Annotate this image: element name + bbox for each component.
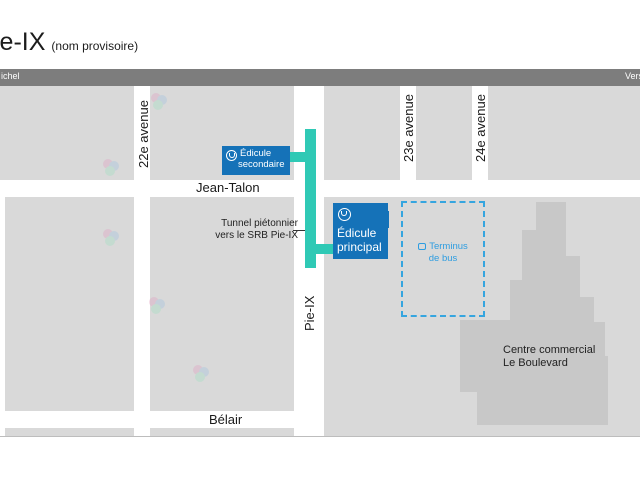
map-bottom-rule (0, 436, 640, 437)
tunnel-pointer (293, 230, 305, 231)
block (0, 86, 134, 180)
line-bar-right-text: Vers (625, 71, 640, 81)
shopping-mall-label: Centre commercial Le Boulevard (503, 344, 596, 369)
line-bar-left-text: ichel (1, 71, 20, 81)
terminus-label-1: Terminus (429, 241, 468, 252)
street-label-belair: Bélair (209, 412, 243, 427)
shopping-mall-footprint (460, 202, 608, 425)
watermark-icon (193, 365, 209, 382)
block (150, 428, 294, 437)
watermark-icon (103, 159, 119, 176)
metro-line-bar: ichel Vers (0, 69, 640, 86)
terminus-label-2: de bus (428, 253, 458, 264)
block (488, 86, 640, 180)
block (416, 86, 472, 180)
street-label-24e-avenue: 24e avenue (473, 94, 488, 162)
bus-icon (418, 243, 427, 250)
station-name: ie-IX (0, 28, 46, 56)
pedestrian-tunnel (305, 129, 316, 268)
metro-icon (338, 208, 351, 221)
watermark-icon (103, 229, 119, 246)
edicule-secondaire-label-2: secondaire (238, 159, 285, 170)
watermark-icon (149, 297, 165, 314)
block (5, 428, 134, 437)
edicule-principal-label-1: Édicule (337, 226, 377, 240)
map-title: ie-IX (nom provisoire) (0, 28, 138, 60)
edicule-principal-annex (360, 211, 389, 228)
metro-icon (226, 150, 237, 161)
bus-terminus-area[interactable]: Terminus de bus (401, 201, 485, 317)
watermark-icon (151, 93, 167, 110)
edicule-secondaire-label-1: Édicule (240, 148, 272, 159)
tunnel-label: Tunnel piétonnier vers le SRB Pie-IX (215, 218, 298, 241)
street-label-jean-talon: Jean-Talon (196, 180, 260, 195)
edicule-secondaire[interactable]: Édicule secondaire (222, 146, 290, 175)
tunnel-connector-top (290, 152, 306, 162)
station-name-note: (nom provisoire) (51, 39, 139, 53)
block (324, 86, 400, 180)
tunnel-connector-bottom (316, 244, 334, 254)
edicule-principal-label-2: principal (337, 240, 382, 254)
street-label-pie-ix: Pie-IX (302, 295, 317, 331)
street-label-23e-avenue: 23e avenue (401, 94, 416, 162)
block (150, 197, 294, 411)
map-area: 22e avenue 23e avenue 24e avenue Jean-Ta… (0, 86, 640, 437)
block (5, 197, 134, 411)
